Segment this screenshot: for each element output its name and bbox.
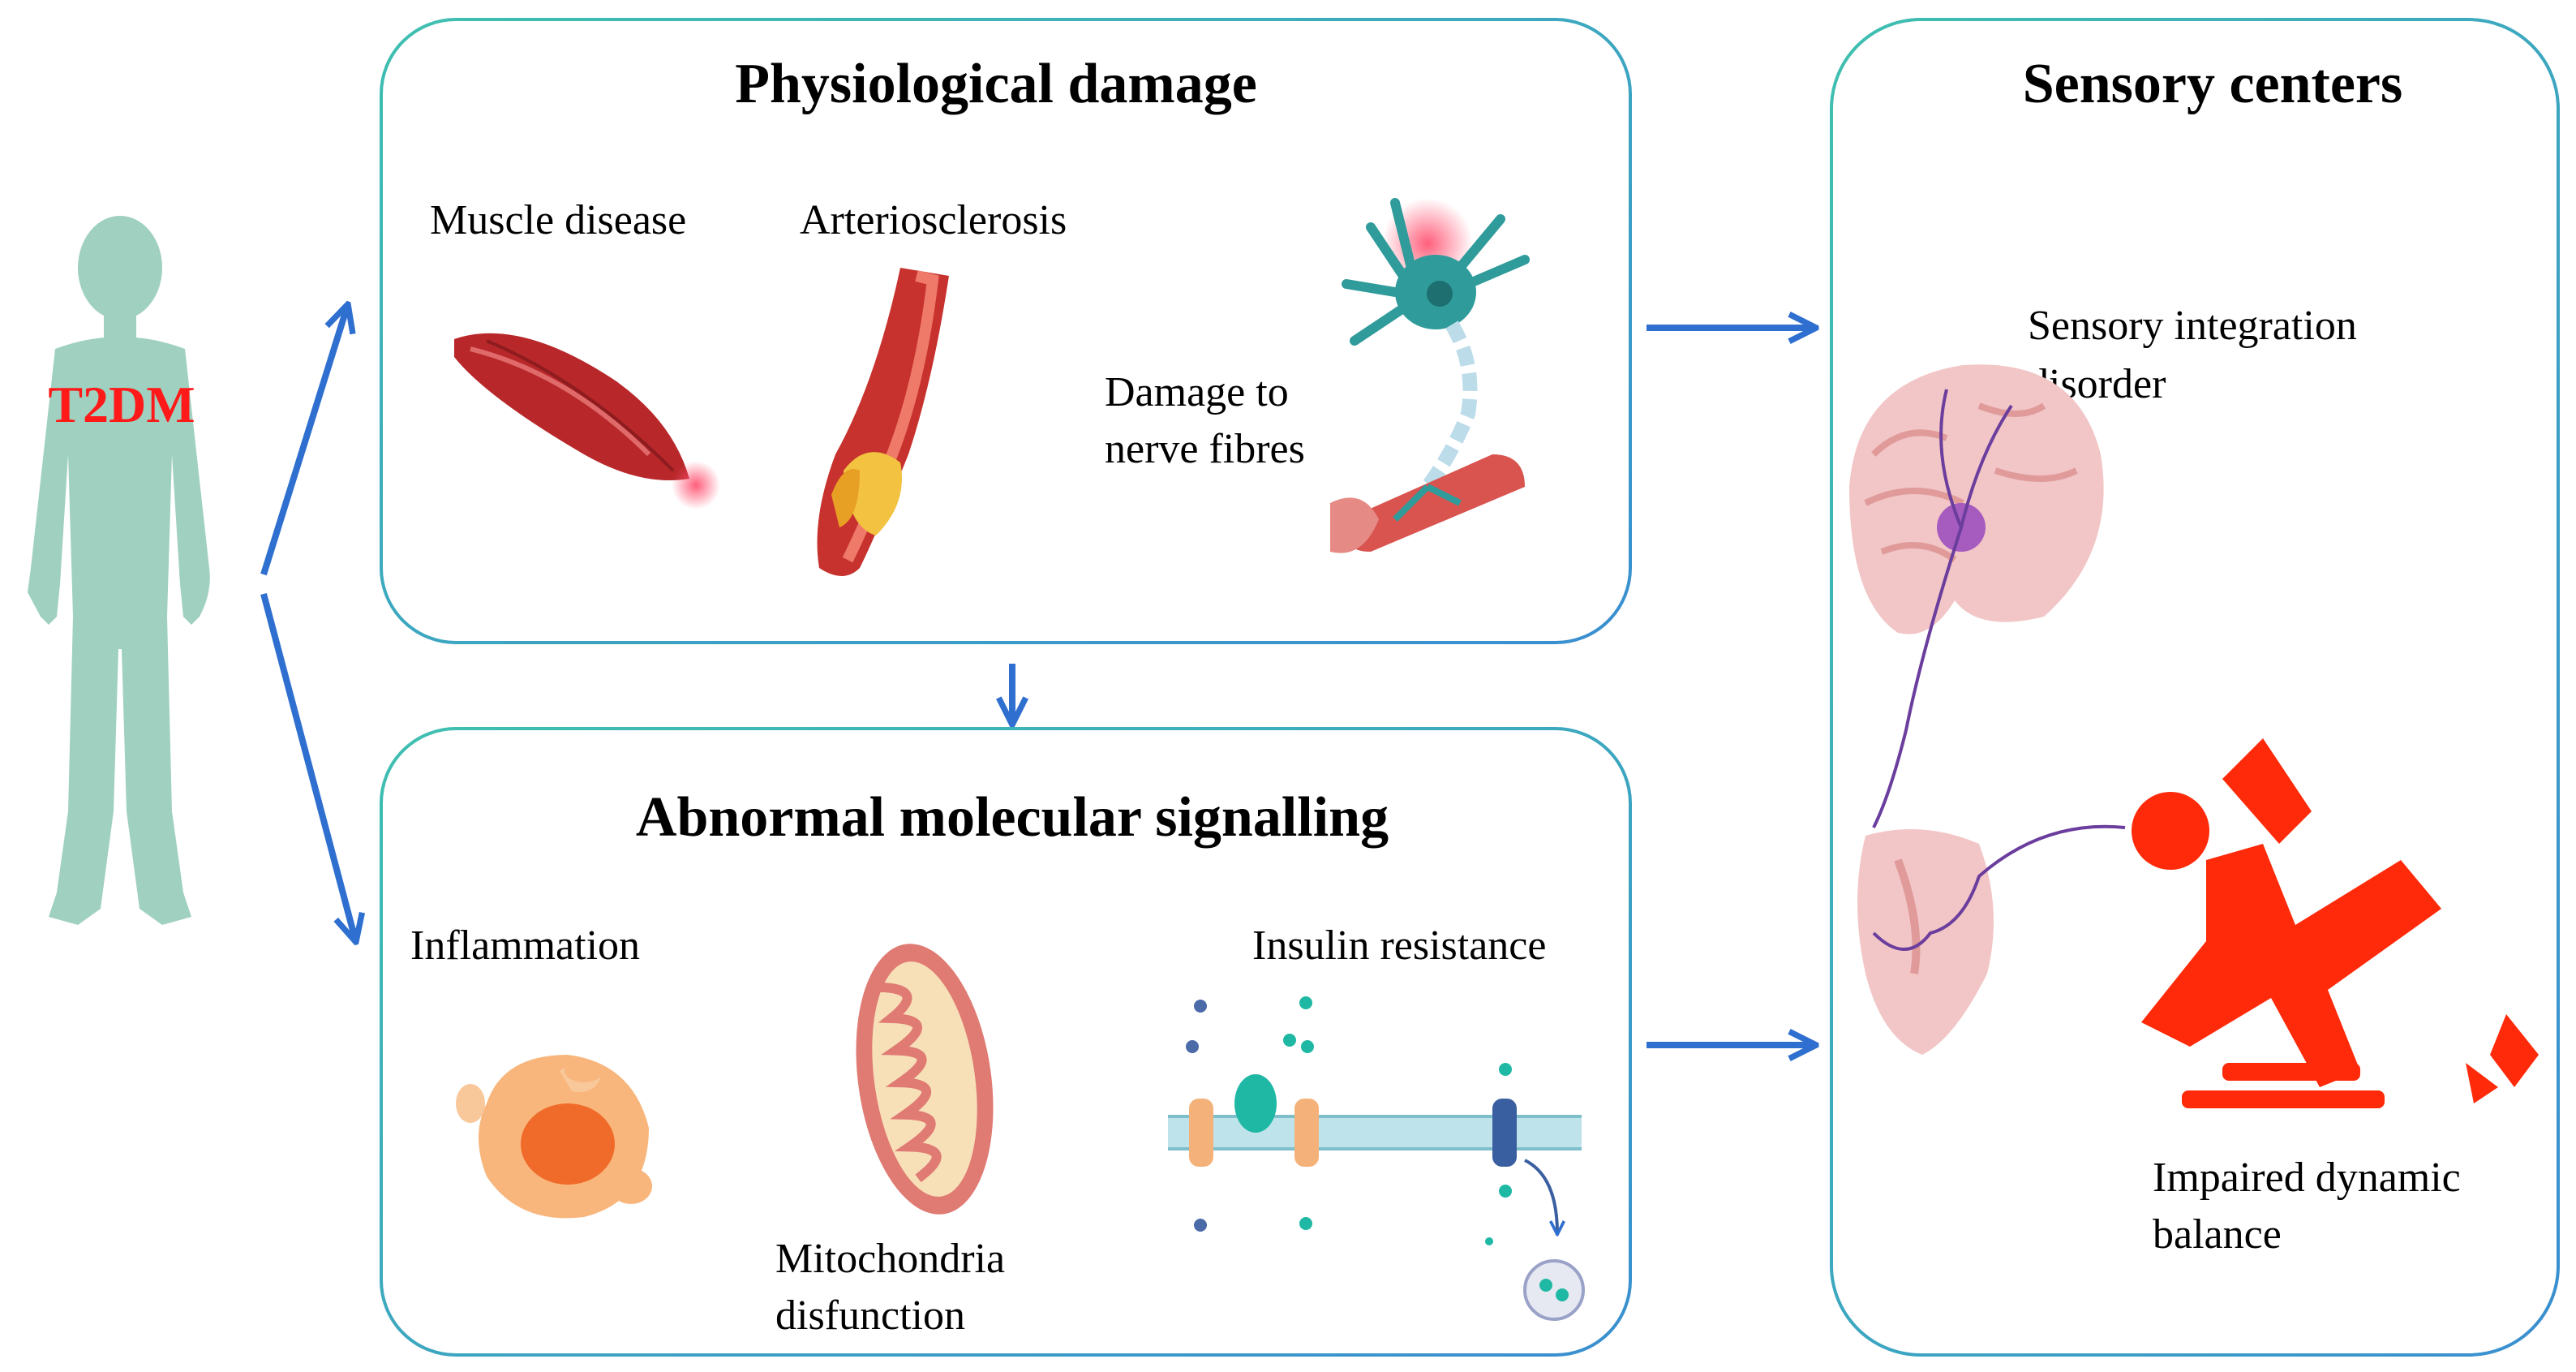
neuron-icon (1330, 198, 1530, 553)
sensory-panel (1830, 18, 2560, 1357)
impaired-balance-label-1: Impaired dynamic (2153, 1155, 2461, 1201)
arteriosclerosis-label: Arteriosclerosis (800, 197, 1067, 243)
artery-icon (817, 268, 949, 576)
brain-icon (1849, 364, 2104, 828)
muscle-disease-label: Muscle disease (430, 197, 686, 243)
mitochondria-label-2: disfunction (775, 1292, 965, 1339)
insulin-resistance-label: Insulin resistance (1252, 923, 1546, 969)
mitochondria-label-1: Mitochondria (775, 1236, 1005, 1282)
human-figure-icon (28, 216, 210, 925)
inflammation-label: Inflammation (410, 923, 640, 969)
physiological-panel (380, 18, 1632, 644)
arrow-to-physiological (260, 307, 347, 576)
impaired-balance-label-2: balance (2153, 1211, 2282, 1258)
insulin-receptor-icon (1168, 996, 1585, 1321)
falling-person-icon (2132, 738, 2539, 1108)
inflammation-cell-icon (456, 1055, 652, 1219)
molecular-panel (380, 727, 1632, 1357)
mitochondria-icon (856, 944, 994, 1215)
spinal-cord-icon (1857, 824, 2126, 1055)
nerve-damage-label-2: nerve fibres (1105, 426, 1305, 472)
t2dm-label: T2DM (48, 376, 195, 433)
arrow-to-molecular (260, 592, 355, 940)
nerve-damage-label-1: Damage to (1105, 369, 1289, 415)
physiological-title: Physiological damage (735, 53, 1257, 115)
sensory-title: Sensory centers (2023, 53, 2403, 115)
muscle-icon (454, 333, 720, 510)
molecular-title: Abnormal molecular signalling (636, 786, 1389, 849)
sensory-integration-label-1: Sensory integration (2028, 303, 2357, 349)
